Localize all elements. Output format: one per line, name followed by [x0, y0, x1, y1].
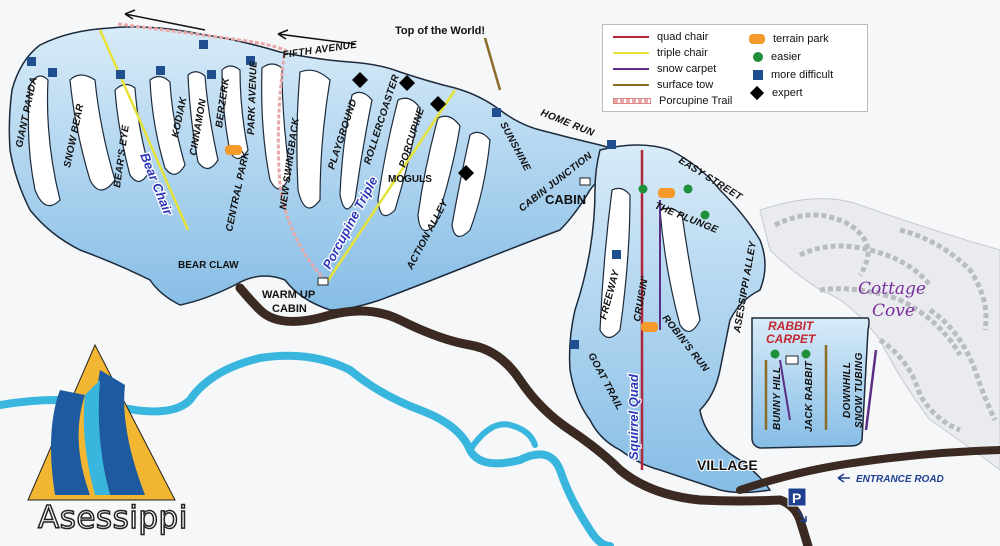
warm-up-cabin-icon	[317, 277, 329, 286]
trail-label-park-avenue: PARK AVENUE	[246, 61, 260, 136]
tree-islands	[27, 63, 701, 339]
expert-icon	[399, 75, 415, 91]
porcupine-trail	[117, 22, 327, 282]
legend-label: surface tow	[657, 79, 714, 91]
more-difficult-icon	[753, 70, 763, 80]
easier-icon	[801, 349, 811, 359]
legend-label: more difficult	[771, 69, 834, 81]
rabbit-snow-carpet	[779, 359, 791, 421]
rabbit-carpet-label-line2: CARPET	[766, 332, 817, 346]
legend-triple-chair: triple chair	[613, 45, 708, 61]
beginner-area	[751, 317, 870, 449]
more-difficult-icon	[612, 250, 621, 259]
more-difficult-icon	[492, 108, 501, 117]
porcupine-trail-swatch	[613, 98, 651, 104]
terrain-park-icon	[749, 34, 765, 44]
surface-tow-swatch	[613, 84, 649, 86]
legend-porcupine-trail: Porcupine Trail	[613, 93, 732, 109]
more-difficult-icon	[207, 70, 216, 79]
more-difficult-icon	[156, 66, 165, 75]
top-of-the-world-label: Top of the World!	[395, 25, 485, 37]
expert-icon	[458, 165, 474, 181]
snow-tubing-tow	[864, 349, 878, 431]
trail-label-bunny-hill: BUNNY HILL	[772, 367, 783, 430]
more-difficult-icon	[48, 68, 57, 77]
legend-snow-carpet: snow carpet	[613, 61, 716, 77]
village-label: VILLAGE	[697, 457, 758, 473]
terrain-park-icon	[225, 145, 242, 155]
terrain-park-icon	[658, 188, 675, 198]
access-road	[235, 283, 813, 546]
asessippi-logo	[27, 343, 176, 501]
trail-label-snow-tubing: SNOW TUBING	[854, 352, 865, 428]
expert-icon	[430, 96, 446, 112]
legend-more-difficult: more difficult	[753, 67, 833, 83]
entrance-arrow-icon	[837, 473, 850, 483]
river	[0, 351, 614, 546]
difficulty-markers	[27, 40, 811, 359]
cottage-cove-label-line1: Cottage	[858, 279, 926, 299]
legend-easier: easier	[753, 49, 801, 65]
more-difficult-icon	[116, 70, 125, 79]
river-branch	[467, 421, 538, 453]
expert-icon	[352, 72, 368, 88]
cottage-cove-label-line2: Cove	[872, 301, 915, 321]
more-difficult-icon	[570, 340, 579, 349]
warm-up-cabin-label-line2: CABIN	[272, 303, 307, 315]
easier-icon	[770, 349, 780, 359]
parking-label: P	[792, 490, 801, 506]
trail-label-fifth-avenue: FIFTH AVENUE	[282, 40, 358, 61]
legend-terrain-park: terrain park	[749, 31, 829, 47]
top-surface-tow	[483, 37, 502, 91]
legend-surface-tow: surface tow	[613, 77, 713, 93]
entrance-road	[736, 446, 1000, 494]
trail-label-downhill: DOWNHILL	[842, 362, 853, 418]
warm-up-cabin-label-line1: WARM UP	[262, 289, 315, 301]
snow-carpet-swatch	[613, 68, 649, 70]
more-difficult-icon	[246, 56, 255, 65]
easier-icon	[700, 210, 710, 220]
more-difficult-icon	[27, 57, 36, 66]
legend-quad-chair: quad chair	[613, 29, 708, 45]
expert-icon	[749, 85, 765, 101]
rabbit-hut-icon	[785, 355, 799, 365]
logo-text: Asessippi	[37, 499, 188, 537]
bear-claw-label: BEAR CLAW	[178, 260, 239, 271]
more-difficult-icon	[607, 140, 616, 149]
terrain-park-icon	[641, 322, 658, 332]
legend-expert: expert	[749, 85, 803, 101]
trail-label-jack-rabbit: JACK RABBIT	[804, 360, 815, 432]
cabin-icon	[579, 177, 591, 186]
quad-chair-swatch	[613, 36, 649, 38]
cabin-label: CABIN	[545, 192, 586, 207]
legend-label: easier	[771, 51, 801, 63]
legend-label: Porcupine Trail	[659, 95, 733, 107]
rabbit-carpet-label-line1: RABBIT	[768, 319, 815, 333]
easier-icon	[638, 184, 648, 194]
legend-label: terrain park	[773, 33, 829, 45]
direction-arrow-left-icon	[124, 9, 206, 31]
legend-label: triple chair	[657, 47, 708, 59]
porcupine-triple-lift	[323, 89, 457, 286]
easier-icon	[683, 184, 693, 194]
more-difficult-icon	[199, 40, 208, 49]
entrance-road-label: ENTRANCE ROAD	[856, 474, 944, 485]
moguls-label: MOGULS	[388, 174, 432, 185]
easier-icon	[753, 52, 763, 62]
legend-label: snow carpet	[657, 63, 717, 75]
legend-label: quad chair	[657, 31, 709, 43]
cottage-cove-area	[759, 198, 1000, 471]
direction-arrow-right-icon	[277, 29, 356, 45]
map-legend: quad chair triple chair snow carpet surf…	[602, 24, 868, 112]
parking-sign-icon: P	[787, 487, 807, 523]
triple-chair-swatch	[613, 52, 649, 54]
legend-label: expert	[772, 87, 803, 99]
bear-chair-lift	[98, 29, 190, 231]
lift-label-squirrel-quad: Squirrel Quad	[626, 373, 641, 460]
